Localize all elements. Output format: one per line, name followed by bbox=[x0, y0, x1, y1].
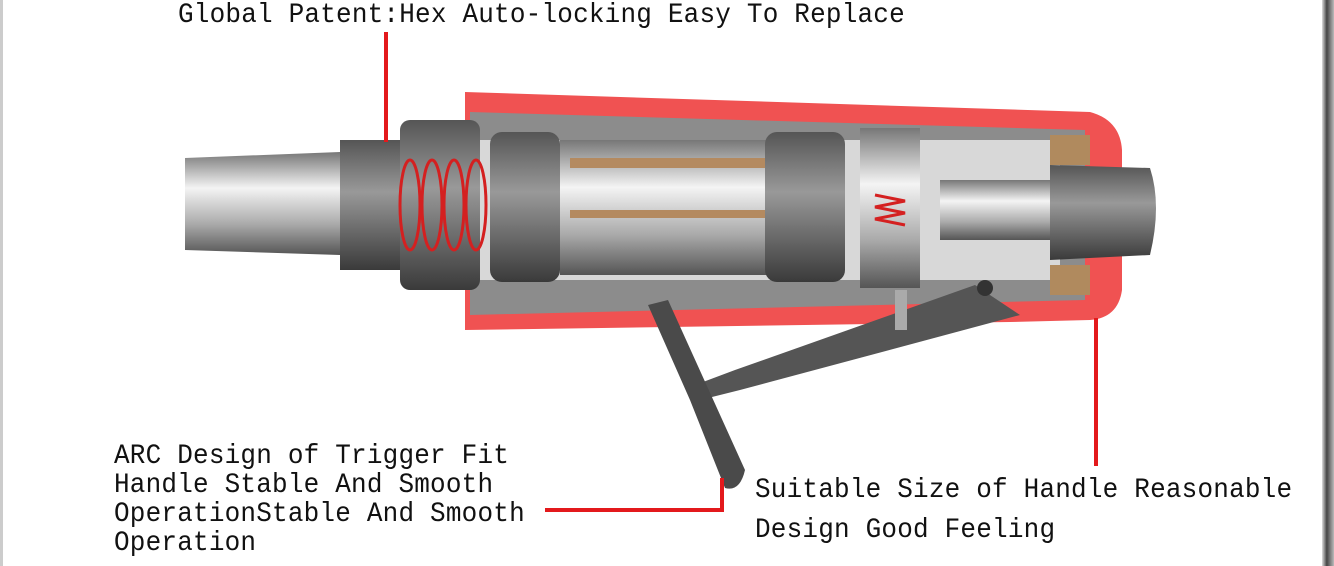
air-inlet-thread bbox=[940, 180, 1055, 240]
right-border bbox=[1322, 0, 1334, 566]
handle-lever bbox=[695, 285, 1020, 400]
air-inlet-hex bbox=[1050, 165, 1156, 260]
callout-trigger-line-2: Handle Stable And Smooth bbox=[114, 468, 494, 501]
callout-trigger-line-3: OperationStable And Smooth bbox=[114, 497, 525, 530]
left-border bbox=[0, 0, 3, 566]
front-nut bbox=[400, 120, 480, 290]
motor-end-rear bbox=[765, 132, 845, 282]
trigger bbox=[648, 300, 745, 489]
callout-handle-line-2: Design Good Feeling bbox=[755, 513, 1056, 546]
callout-trigger-line-4: Operation bbox=[114, 526, 257, 559]
collet bbox=[185, 152, 360, 255]
callout-handle-line-1: Suitable Size of Handle Reasonable bbox=[755, 473, 1293, 506]
callout-trigger-line-1: ARC Design of Trigger Fit bbox=[114, 439, 510, 472]
motor-end-front bbox=[490, 132, 560, 282]
spring bbox=[398, 158, 488, 252]
collet-nut bbox=[340, 140, 400, 270]
valve bbox=[860, 128, 920, 288]
callout-hex-auto-locking: Global Patent:Hex Auto-locking Easy To R… bbox=[178, 0, 905, 31]
callout-lines bbox=[384, 32, 1098, 512]
